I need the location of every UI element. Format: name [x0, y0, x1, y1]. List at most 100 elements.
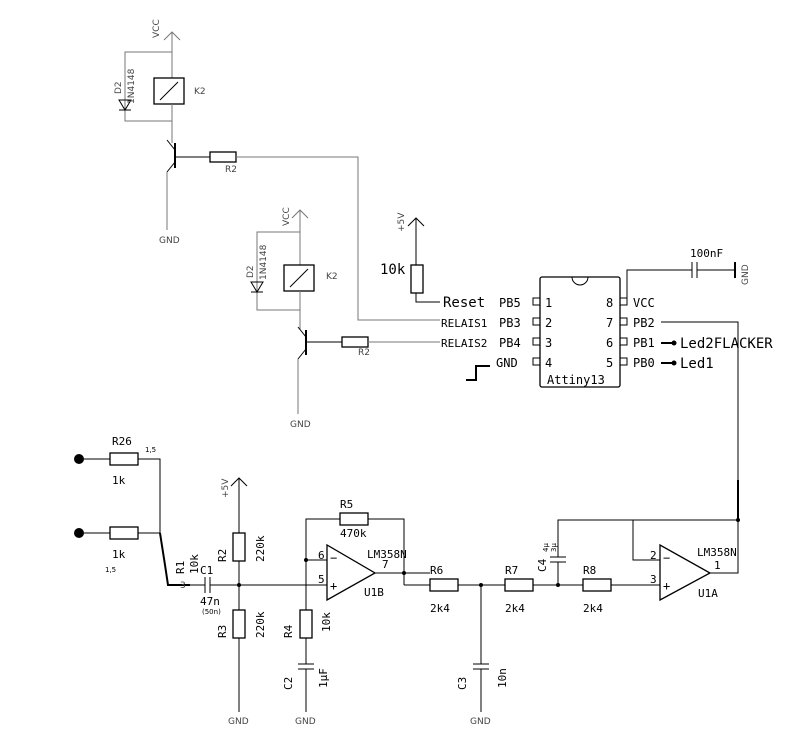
c3-label: C3 [456, 677, 469, 690]
r6-value: 2k4 [430, 602, 450, 615]
gnd-label-1: GND [159, 236, 180, 246]
relay-k2-coil-2 [283, 264, 315, 292]
d2-label-2: D2 [246, 265, 256, 278]
vcc-label-2: VCC [282, 207, 292, 226]
gnd-mark-ic [466, 365, 490, 381]
resistor-r2-2 [341, 336, 369, 348]
plus5v-label-2: +5V [221, 478, 231, 498]
pin-num-7: 7 [606, 316, 613, 330]
opamp-u1b: − + LM358N U1B 6 5 7 R5 470k R4 10k C2 1… [282, 498, 430, 727]
u1a-pin1: 1 [714, 559, 721, 572]
pin-num-4: 4 [545, 356, 552, 370]
resistor-r5 [339, 512, 369, 526]
u1a-minus: − [663, 551, 670, 565]
reset-pullup-resistor [410, 264, 424, 294]
u1a-label: U1A [698, 587, 718, 600]
relay-k2-label-1: K2 [194, 87, 206, 97]
resistor-r26 [109, 452, 139, 466]
resistor-r3 [232, 609, 246, 639]
opamp-u1a: − + LM358N U1A 2 3 1 [632, 480, 740, 602]
annotation-bottom: 1,5 [105, 566, 116, 574]
pin-num-5: 5 [606, 356, 613, 370]
c2-label: C2 [282, 677, 295, 690]
relay-k2-coil-1 [153, 77, 185, 105]
u1a-pin2: 2 [650, 549, 657, 562]
filter-chain: R6 2k4 C3 10n GND R7 2k4 C4 4µ 3µ R8 2k4 [403, 519, 738, 727]
gnd-label-r3: GND [228, 717, 249, 727]
pin-num-1: 1 [545, 296, 552, 310]
c1-value: 47n [200, 595, 220, 608]
pin-name-pb5: PB5 [499, 296, 521, 310]
resistor-r6 [429, 578, 459, 592]
u1b-part-label: LM358N [367, 548, 407, 561]
attiny13-body [539, 276, 621, 388]
r26-value: 1k [112, 474, 126, 487]
pin-num-8: 8 [606, 296, 613, 310]
annotation-top: 1,5 [145, 446, 156, 454]
r7-label: R7 [505, 564, 518, 577]
u1b-minus: − [330, 551, 337, 565]
diode-d2-2 [250, 281, 264, 293]
net-relais1: RELAIS1 [441, 317, 487, 330]
pin-num-3: 3 [545, 336, 552, 350]
reset-resistor-value: 10k [380, 262, 406, 278]
net-reset: Reset [443, 295, 485, 311]
c1-note: (50n) [202, 608, 221, 616]
c3-value: 10n [496, 668, 509, 688]
d2-label-1: D2 [114, 81, 124, 94]
r1-hand-drawn-lead [159, 532, 190, 586]
pin-name-pb3: PB3 [499, 316, 521, 330]
net-led1: Led1 [680, 356, 714, 372]
pin-num-6: 6 [606, 336, 613, 350]
r2-label-1: R2 [225, 165, 237, 175]
u1b-pin7: 7 [382, 558, 389, 571]
r8-value: 2k4 [583, 602, 603, 615]
d2-type-label-1: 1N4148 [127, 68, 137, 104]
d2-type-label-2: 1N4148 [259, 244, 269, 280]
relay-k2-label-2: K2 [326, 272, 338, 282]
pin-name-pb2: PB2 [633, 316, 655, 330]
resistor-r2-divider [232, 532, 246, 562]
c4-note: 3µ [550, 543, 558, 552]
r4-value: 10k [320, 612, 333, 632]
pin-name-pb0: PB0 [633, 356, 655, 370]
resistor-r2-1 [209, 151, 237, 163]
r6-label: R6 [430, 564, 443, 577]
resistor-r4 [299, 609, 313, 639]
relay-circuit-2: VCC K2 D2 1N4148 GND R2 [246, 207, 440, 430]
c4-value: 4µ [542, 543, 550, 552]
vcc-label-1: VCC [152, 19, 162, 38]
plus5v-label-1: +5V [397, 212, 407, 232]
net-led2flacker: Led2FLACKER [680, 336, 773, 352]
diode-d2-1 [118, 99, 132, 111]
r5-label: R5 [340, 498, 353, 511]
u1b-label: U1B [364, 586, 384, 599]
resistor-r8 [582, 578, 612, 592]
pin-name-gnd: GND [496, 356, 518, 370]
u1a-part-label: LM358N [697, 546, 737, 559]
r3-label: R3 [216, 625, 229, 638]
r-low-value: 1k [112, 548, 126, 561]
gnd-label-cap: GND [741, 264, 751, 285]
r26-label: R26 [112, 435, 132, 448]
c2-value: 1µF [317, 668, 330, 688]
r5-value: 470k [340, 527, 367, 540]
r8-label: R8 [583, 564, 596, 577]
resistor-r7 [504, 578, 534, 592]
pin-name-pb4: PB4 [499, 336, 521, 350]
r7-value: 2k4 [505, 602, 525, 615]
resistor-1k-low [109, 526, 139, 540]
r3-value: 220k [254, 611, 267, 638]
c4-label: C4 [536, 558, 549, 572]
pin3-label: 3 [180, 581, 186, 591]
input-section: R26 1k 1,5 1k 1,5 R1 10k 3 C1 47n (50n) … [74, 435, 320, 727]
u1a-pin3: 3 [650, 573, 657, 586]
r2-label-2: R2 [358, 348, 370, 358]
gnd-label-2: GND [290, 420, 311, 430]
u1a-plus: + [663, 579, 670, 593]
gnd-label-c3: GND [470, 717, 491, 727]
u1b-plus: + [330, 579, 337, 593]
pin-num-2: 2 [545, 316, 552, 330]
